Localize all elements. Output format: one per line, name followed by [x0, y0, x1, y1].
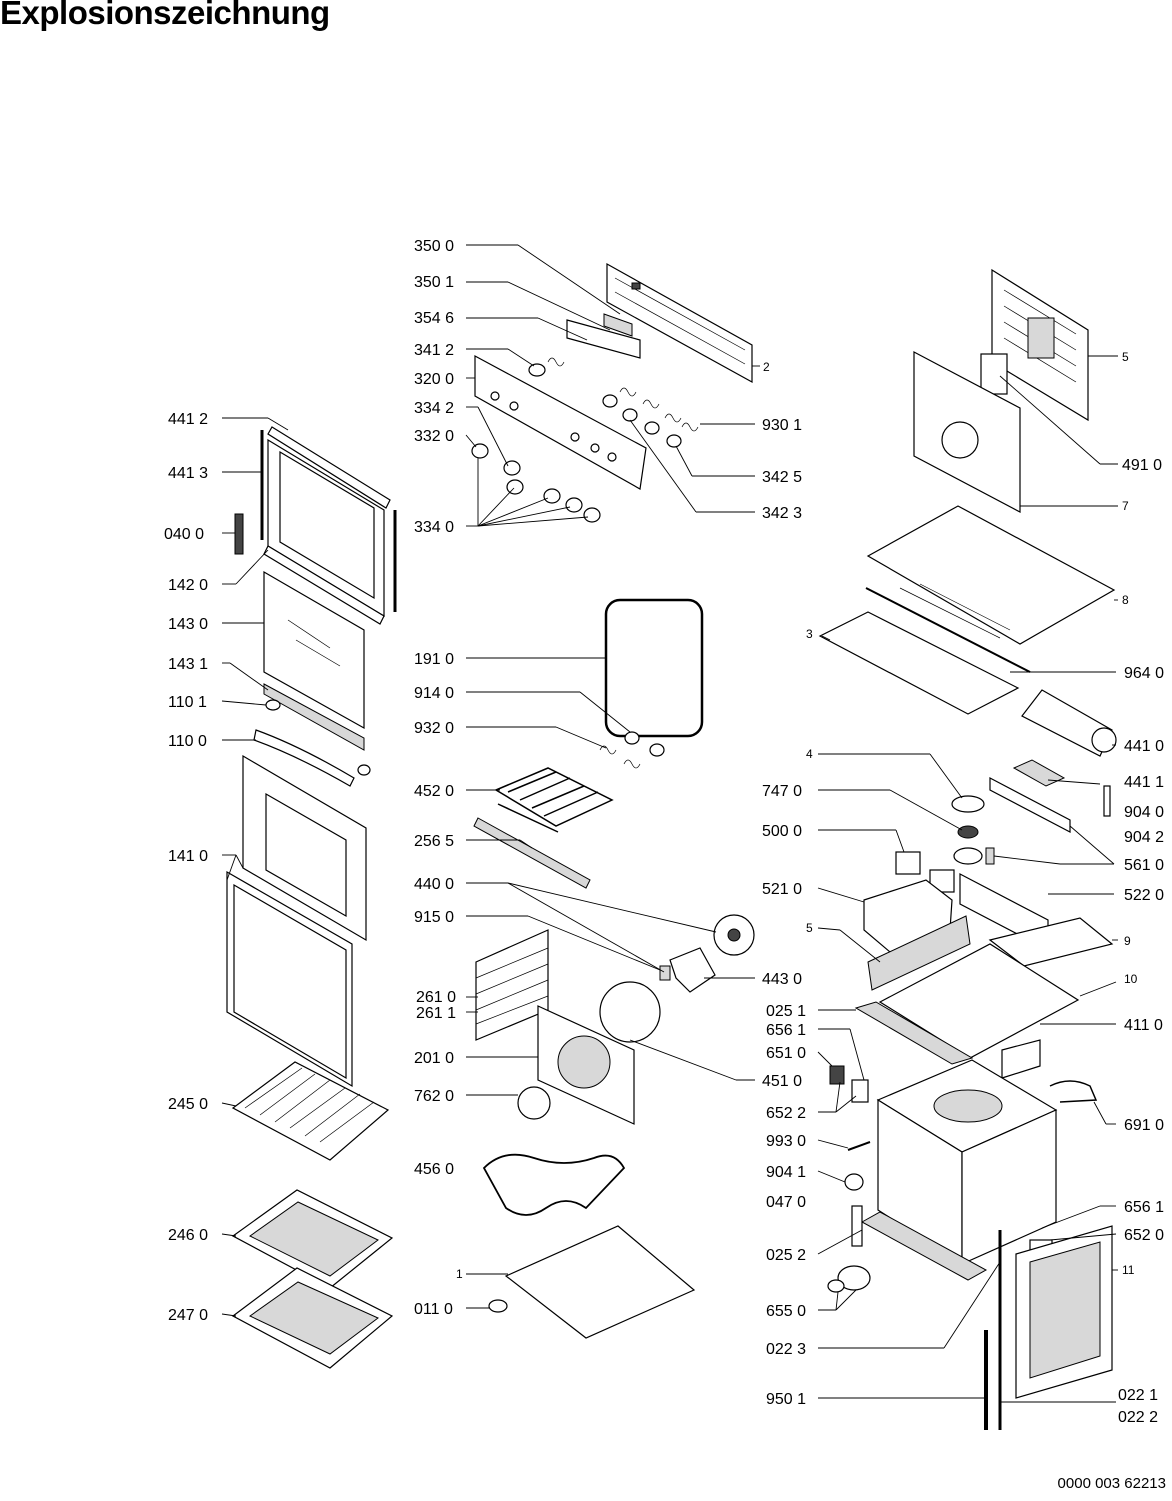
label-342-3: 342 3 [762, 505, 802, 522]
label-441-2: 441 2 [168, 411, 208, 428]
label-452-0: 452 0 [414, 783, 454, 800]
label-411-0: 411 0 [1124, 1017, 1163, 1034]
label-350-0: 350 0 [414, 238, 454, 255]
label-441-0: 441 0 [1124, 738, 1164, 755]
label-334-0: 334 0 [414, 519, 454, 536]
label-022-2: 022 2 [1118, 1409, 1158, 1426]
label-656-1-lower: 656 1 [1124, 1199, 1164, 1216]
label-025-1: 025 1 [766, 1003, 806, 1020]
label-456-0: 456 0 [414, 1161, 454, 1178]
label-2: 2 [763, 360, 770, 374]
label-747-0: 747 0 [762, 783, 802, 800]
label-350-1: 350 1 [414, 274, 454, 291]
label-022-3: 022 3 [766, 1341, 806, 1358]
label-025-2: 025 2 [766, 1247, 806, 1264]
page-title: Explosionszeichnung [0, 0, 330, 31]
label-047-0: 047 0 [766, 1194, 806, 1211]
label-993-0: 993 0 [766, 1133, 806, 1150]
label-652-0: 652 0 [1124, 1227, 1164, 1244]
label-656-1-upper: 656 1 [766, 1022, 806, 1039]
label-964-0: 964 0 [1124, 665, 1164, 682]
label-110-0: 110 0 [168, 733, 207, 750]
label-247-0: 247 0 [168, 1307, 208, 1324]
label-4: 4 [806, 747, 813, 761]
label-441-1: 441 1 [1124, 774, 1164, 791]
label-8: 8 [1122, 593, 1129, 607]
label-261-1: 261 1 [416, 1005, 456, 1022]
label-915-0: 915 0 [414, 909, 454, 926]
label-691-0: 691 0 [1124, 1117, 1164, 1134]
label-441-3: 441 3 [168, 465, 208, 482]
label-10: 10 [1124, 972, 1138, 986]
parts-drawing [226, 262, 1117, 1430]
label-930-1: 930 1 [762, 417, 802, 434]
label-011-0: 011 0 [414, 1301, 453, 1318]
label-950-1: 950 1 [766, 1391, 806, 1408]
label-246-0: 246 0 [168, 1227, 208, 1244]
label-11: 11 [1122, 1263, 1135, 1277]
label-191-0: 191 0 [414, 651, 454, 668]
label-3: 3 [806, 627, 813, 641]
label-1: 1 [456, 1267, 463, 1281]
label-022-1: 022 1 [1118, 1387, 1158, 1404]
label-143-1: 143 1 [168, 656, 208, 673]
label-040-0: 040 0 [164, 526, 204, 543]
label-561-0: 561 0 [1124, 857, 1164, 874]
label-334-2: 334 2 [414, 400, 454, 417]
label-522-0: 522 0 [1124, 887, 1164, 904]
label-440-0: 440 0 [414, 876, 454, 893]
label-261-0: 261 0 [416, 989, 456, 1006]
label-932-0: 932 0 [414, 720, 454, 737]
label-521-0: 521 0 [762, 881, 802, 898]
label-904-1: 904 1 [766, 1164, 806, 1181]
label-914-0: 914 0 [414, 685, 454, 702]
label-142-0: 142 0 [168, 577, 208, 594]
label-652-2: 652 2 [766, 1105, 806, 1122]
label-904-2: 904 2 [1124, 829, 1164, 846]
label-443-0: 443 0 [762, 971, 802, 988]
label-762-0: 762 0 [414, 1088, 454, 1105]
label-354-6: 354 6 [414, 310, 454, 327]
label-7: 7 [1122, 499, 1129, 513]
label-141-0: 141 0 [168, 848, 208, 865]
label-342-5: 342 5 [762, 469, 802, 486]
label-256-5: 256 5 [414, 833, 454, 850]
label-904-0: 904 0 [1124, 804, 1164, 821]
part-labels: 350 0 350 1 354 6 341 2 320 0 334 2 332 … [164, 238, 1164, 1426]
label-5-mid: 5 [806, 921, 813, 935]
label-201-0: 201 0 [414, 1050, 454, 1067]
label-491-0: 491 0 [1122, 457, 1162, 474]
label-451-0: 451 0 [762, 1073, 802, 1090]
label-9: 9 [1124, 934, 1131, 948]
label-341-2: 341 2 [414, 342, 454, 359]
label-245-0: 245 0 [168, 1096, 208, 1113]
label-500-0: 500 0 [762, 823, 802, 840]
label-655-0: 655 0 [766, 1303, 806, 1320]
label-5-top: 5 [1122, 350, 1129, 364]
document-number: 0000 003 62213 [1057, 1475, 1166, 1492]
label-110-1: 110 1 [168, 694, 207, 711]
label-320-0: 320 0 [414, 371, 454, 388]
label-332-0: 332 0 [414, 428, 454, 445]
label-651-0: 651 0 [766, 1045, 806, 1062]
label-143-0: 143 0 [168, 616, 208, 633]
leader-lines [221, 244, 1118, 1403]
